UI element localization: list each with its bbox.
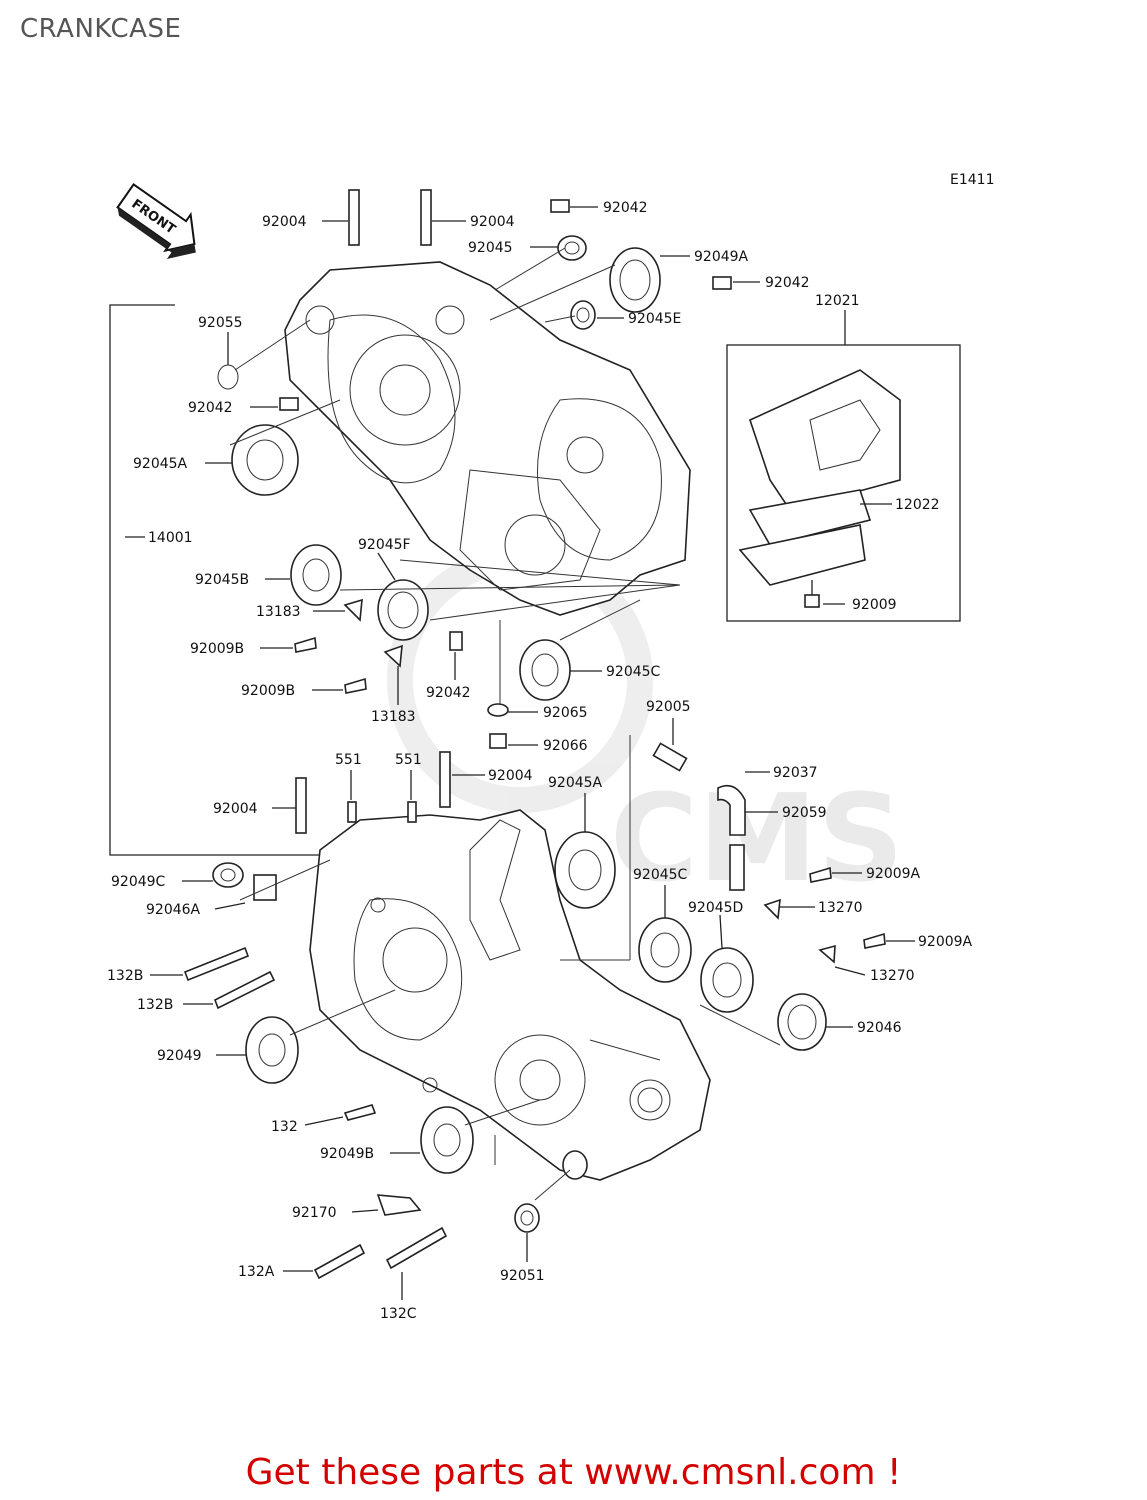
front-arrow-icon: FRONT xyxy=(116,183,196,259)
part-label: 92046 xyxy=(857,1020,902,1036)
part-label: 92055 xyxy=(198,315,243,331)
part-label: 92049 xyxy=(157,1048,202,1064)
part-label: 92045A xyxy=(133,456,188,472)
part-label: 92009A xyxy=(866,866,921,882)
part-label: 13270 xyxy=(870,968,915,984)
part-label: 13270 xyxy=(818,900,863,916)
diagram-code: E1411 xyxy=(950,172,994,188)
watermark-text: CMS xyxy=(610,770,904,909)
part-label: 92045E xyxy=(628,311,681,327)
footer-link[interactable]: Get these parts at www.cmsnl.com ! xyxy=(245,1452,902,1493)
part-label: 551 xyxy=(395,752,422,768)
part-label: 92045D xyxy=(688,900,743,916)
part-label: 92065 xyxy=(543,705,588,721)
part-label: 12021 xyxy=(815,293,860,309)
part-label: 92051 xyxy=(500,1268,545,1284)
part-label: 92004 xyxy=(262,214,307,230)
part-label: 92009A xyxy=(918,934,973,950)
part-label: 92170 xyxy=(292,1205,337,1221)
part-label: 132B xyxy=(107,968,143,984)
part-label: 92045F xyxy=(358,537,411,553)
part-label: 92009B xyxy=(241,683,295,699)
part-label: 551 xyxy=(335,752,362,768)
lower-crankcase-half xyxy=(309,809,711,1181)
fasteners xyxy=(183,189,886,1280)
part-label: 92059 xyxy=(782,805,827,821)
part-label: 92045A xyxy=(548,775,603,791)
part-label: 132A xyxy=(238,1264,275,1280)
part-labels: 92004 92004 92042 92045 92049A 92042 120… xyxy=(107,200,973,1322)
bearings xyxy=(212,235,827,1233)
part-label: 92037 xyxy=(773,765,818,781)
part-label: 92004 xyxy=(213,801,258,817)
part-label: 92042 xyxy=(765,275,810,291)
leader-lines xyxy=(125,206,915,1300)
part-label: 92042 xyxy=(188,400,233,416)
part-label: 92045C xyxy=(606,664,661,680)
part-label: 92049C xyxy=(111,874,166,890)
part-label: 92042 xyxy=(426,685,471,701)
part-label: 132B xyxy=(137,997,173,1013)
crankcase-exploded-diagram: CMS E1411 FRONT xyxy=(107,172,994,1322)
part-label: 92042 xyxy=(603,200,648,216)
part-label: 13183 xyxy=(371,709,416,725)
part-label: 92046A xyxy=(146,902,201,918)
part-label: 92005 xyxy=(646,699,691,715)
part-label: 92009 xyxy=(852,597,897,613)
part-label: 92066 xyxy=(543,738,588,754)
part-label: 92045C xyxy=(633,867,688,883)
reed-valve-group-box xyxy=(726,344,961,622)
part-label: 132 xyxy=(271,1119,298,1135)
part-label: 92004 xyxy=(470,214,515,230)
part-label: 92004 xyxy=(488,768,533,784)
reed-valve xyxy=(738,369,901,608)
part-label: 92009B xyxy=(190,641,244,657)
part-label: 12022 xyxy=(895,497,940,513)
bracket-14001 xyxy=(109,304,330,856)
part-label: 92045 xyxy=(468,240,513,256)
part-label: 92049B xyxy=(320,1146,374,1162)
part-label: 92045B xyxy=(195,572,249,588)
part-label: 132C xyxy=(380,1306,417,1322)
part-label: 92049A xyxy=(694,249,749,265)
part-label: 14001 xyxy=(148,530,193,546)
part-label: 13183 xyxy=(256,604,301,620)
upper-crankcase-half xyxy=(284,261,691,616)
page-title: CRANKCASE xyxy=(20,14,182,44)
